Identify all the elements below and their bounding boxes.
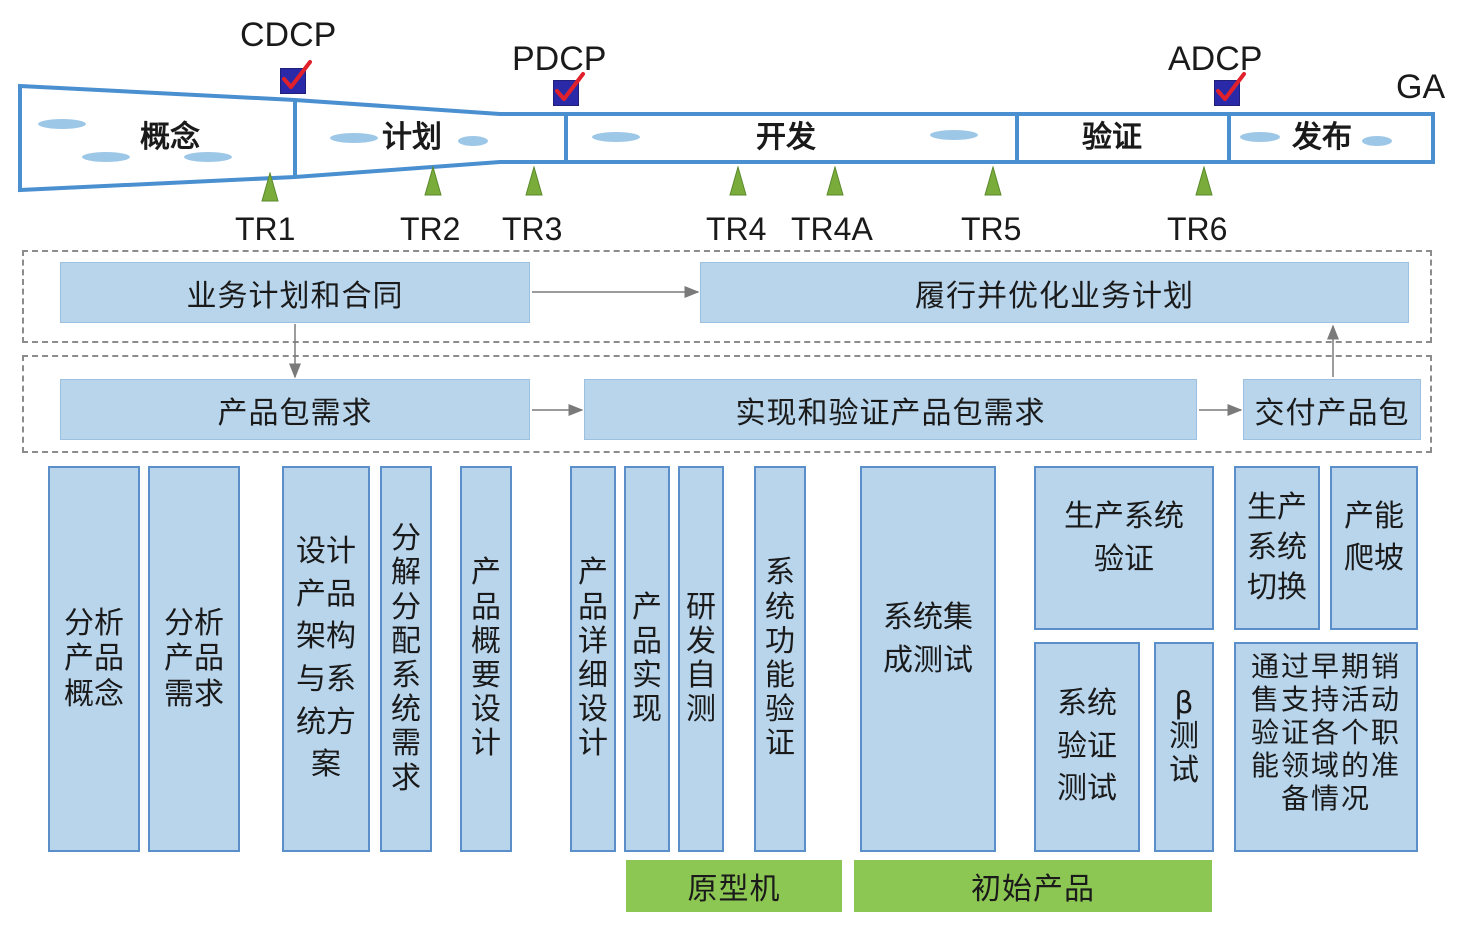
activity-label: 产 品 概 要 设 计 [471,555,501,762]
phase-label-develop: 开发 [756,120,816,155]
tr-label-tr6: TR6 [1167,211,1228,247]
activity-beta-test: β 测 试 [1154,642,1214,852]
activity-label: 设计 产品 架构 与系 统方 案 [296,534,356,783]
decoration-ellipse [184,152,232,162]
decision-checkbox-icon [553,72,585,106]
tr-marker-icon [261,172,279,202]
activity-dev-selftest: 研 发 自 测 [678,466,724,852]
decoration-ellipse [592,132,640,142]
package-requirements-box: 产品包需求 [60,379,530,440]
activity-detailed-design: 产 品 详 细 设 计 [570,466,616,852]
activity-label: β 测 试 [1169,685,1199,788]
tr-label-tr1: TR1 [235,211,296,247]
decision-checkbox-icon [280,60,312,94]
activity-production-switch: 生产 系统 切换 [1234,466,1320,630]
decoration-ellipse [330,133,378,143]
activity-label: 分 解 分 配 系 统 需 求 [391,521,421,796]
milestone-pdcp: PDCP [512,40,607,78]
tr-marker-icon [1195,166,1213,196]
deliverable-prototype: 原型机 [626,860,842,912]
deliver-package-box: 交付产品包 [1243,379,1421,440]
phase-funnel [18,83,1435,193]
deliverable-initial-product: 初始产品 [854,860,1212,912]
activity-function-verify: 系 统 功 能 验 证 [754,466,806,852]
activity-label: 产 品 详 细 设 计 [578,555,608,762]
activity-production-verify: 生产系统 验证 [1034,466,1214,630]
product-flow-region [22,355,1432,453]
activity-label: 系 统 功 能 验 证 [765,555,795,762]
tr-label-tr3: TR3 [502,211,563,247]
activity-integration-test: 系统集 成测试 [860,466,996,852]
decision-checkbox-icon [1214,72,1246,106]
phase-label-concept: 概念 [140,120,200,155]
tr-marker-icon [424,166,442,196]
decoration-ellipse [930,130,978,140]
activity-label: 生产系统 验证 [1064,498,1184,578]
tr-marker-icon [984,166,1002,196]
activity-label: 产 品 实 现 [632,589,662,728]
business-flow-region [22,250,1432,343]
activity-label: 分析 产品 概念 [64,605,124,712]
checkmark-icon [282,60,312,89]
business-plan-box: 业务计划和合同 [60,262,530,323]
tr-marker-icon [729,166,747,196]
tr-label-tr4a: TR4A [791,211,873,247]
activity-label: 产能 爬坡 [1344,499,1404,576]
checkmark-icon [1216,72,1246,101]
phase-label-release: 发布 [1292,120,1352,155]
execute-plan-box: 履行并优化业务计划 [700,262,1409,323]
milestone-ga: GA [1396,68,1446,106]
activity-early-sales: 通过早期销 售支持活动 验证各个职 能领域的准 备情况 [1234,642,1418,852]
tr-label-tr5: TR5 [961,211,1022,247]
tr-label-tr4: TR4 [706,211,767,247]
phase-funnel-outline [18,83,1435,193]
decoration-ellipse [38,119,86,129]
milestone-adcp: ADCP [1168,40,1263,78]
phase-label-plan: 计划 [382,120,442,155]
activity-outline-design: 产 品 概 要 设 计 [460,466,512,852]
tr-marker-icon [525,166,543,196]
activity-analyze-requirements: 分析 产品 需求 [148,466,240,852]
checkmark-icon [555,72,585,101]
activity-design-architecture: 设计 产品 架构 与系 统方 案 [282,466,370,852]
milestone-cdcp: CDCP [240,16,337,54]
activity-label: 通过早期销 售支持活动 验证各个职 能领域的准 备情况 [1250,650,1401,816]
activity-capacity-ramp: 产能 爬坡 [1330,466,1418,630]
tr-marker-icon [826,166,844,196]
activity-label: 研 发 自 测 [686,589,716,728]
activity-implementation: 产 品 实 现 [624,466,670,852]
activity-label: 分析 产品 需求 [164,605,224,712]
activity-label: 生产 系统 切换 [1247,489,1307,606]
phase-label-verify: 验证 [1082,120,1142,155]
flow-arrows [289,286,1339,416]
implement-verify-box: 实现和验证产品包需求 [584,379,1197,440]
decoration-ellipse [82,152,130,162]
activity-decompose-requirements: 分 解 分 配 系 统 需 求 [380,466,432,852]
decoration-ellipse [1240,132,1280,142]
tr-label-tr2: TR2 [400,211,461,247]
activity-analyze-concept: 分析 产品 概念 [48,466,140,852]
decoration-ellipse [458,136,488,146]
decoration-ellipse [1362,136,1392,146]
activity-label: 系统 验证 测试 [1057,686,1117,807]
activity-system-verify-test: 系统 验证 测试 [1034,642,1140,852]
activity-label: 系统集 成测试 [883,599,973,679]
